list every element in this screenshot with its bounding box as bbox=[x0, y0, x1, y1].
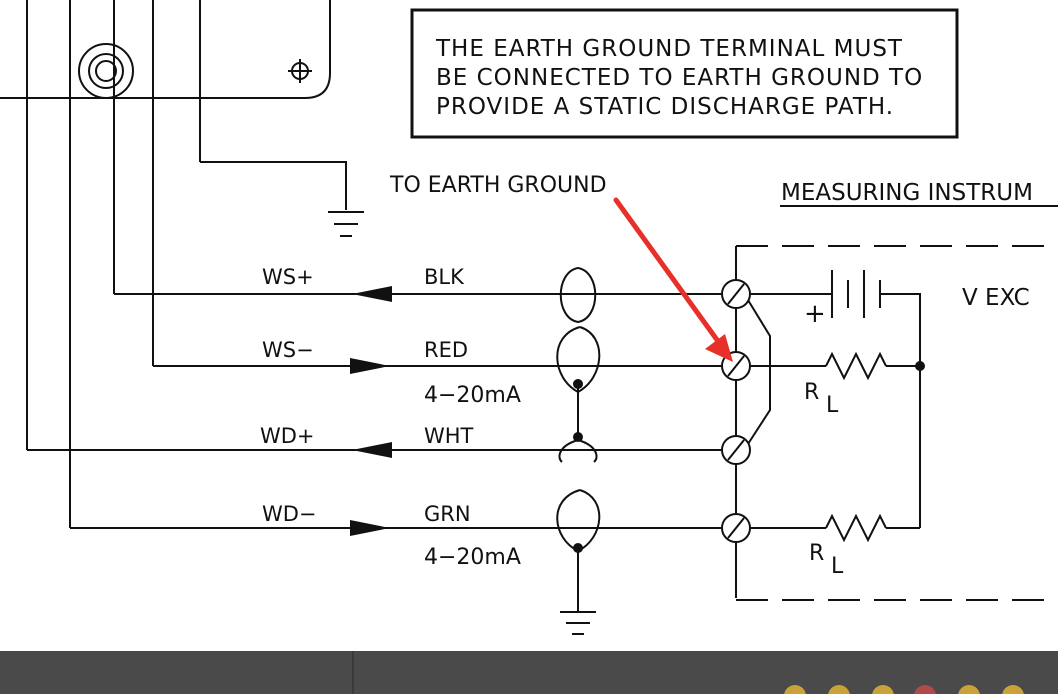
instrument-enclosure bbox=[736, 245, 1058, 601]
terminal-jumper bbox=[747, 299, 771, 445]
taskbar-divider bbox=[352, 651, 354, 694]
emoji-icon[interactable] bbox=[958, 685, 980, 694]
note-line-2: BE CONNECTED TO EARTH GROUND TO bbox=[436, 65, 923, 91]
label-rl-2-r: R bbox=[809, 541, 824, 566]
label-to-earth-ground: TO EARTH GROUND bbox=[389, 173, 607, 198]
note-box bbox=[410, 8, 959, 139]
emoji-icon[interactable] bbox=[828, 685, 850, 694]
terminal-screw-3 bbox=[721, 435, 751, 465]
label-blk: BLK bbox=[424, 265, 465, 289]
earth-ground-wire bbox=[200, 161, 347, 210]
device-housing bbox=[0, 0, 331, 99]
arrow-ws-minus bbox=[350, 358, 390, 374]
heart-icon[interactable] bbox=[914, 685, 936, 694]
arrow-ws-plus bbox=[352, 286, 392, 302]
note-line-3: PROVIDE A STATIC DISCHARGE PATH. bbox=[436, 94, 894, 120]
label-measuring-instrument: MEASURING INSTRUM bbox=[781, 180, 1033, 206]
note-line-1: THE EARTH GROUND TERMINAL MUST bbox=[435, 36, 903, 62]
connector-center bbox=[95, 60, 117, 82]
earth-ground-symbol bbox=[328, 211, 364, 237]
resistor-rl-1 bbox=[825, 351, 887, 381]
label-rl-2-l: L bbox=[831, 554, 844, 579]
cable-shield-2 bbox=[556, 489, 601, 553]
annotation-arrow-head bbox=[705, 334, 733, 362]
label-v-exc: V EXC bbox=[962, 285, 1030, 311]
connector-inner-ring bbox=[88, 53, 124, 89]
cable-shield-2-upper bbox=[558, 439, 598, 463]
label-red: RED bbox=[424, 338, 468, 362]
label-rl-1-l: L bbox=[826, 393, 839, 418]
label-wd-minus: WD− bbox=[262, 502, 317, 526]
label-rl-1-r: R bbox=[804, 380, 819, 405]
label-current-1: 4−20mA bbox=[424, 383, 521, 408]
label-grn: GRN bbox=[424, 502, 471, 526]
label-wd-plus: WD+ bbox=[260, 424, 315, 448]
label-ws-minus: WS− bbox=[262, 338, 314, 362]
emoji-icon[interactable] bbox=[784, 685, 806, 694]
label-battery-plus: + bbox=[804, 299, 826, 329]
terminal-screw-4 bbox=[721, 513, 751, 543]
cable-shield-1 bbox=[559, 266, 597, 324]
resistor-rl-2 bbox=[825, 513, 887, 543]
junction-instrument bbox=[915, 361, 925, 371]
junction-shield-3 bbox=[573, 543, 583, 553]
arrow-wd-plus bbox=[352, 442, 392, 458]
terminal-screw-1 bbox=[721, 279, 751, 309]
annotation-arrow-shaft bbox=[613, 197, 723, 347]
junction-shield-2 bbox=[573, 432, 583, 442]
shield-ground-symbol bbox=[560, 611, 596, 635]
label-ws-plus: WS+ bbox=[262, 265, 314, 289]
taskbar bbox=[0, 651, 1058, 694]
wiring-diagram: THE EARTH GROUND TERMINAL MUST BE CONNEC… bbox=[0, 0, 1058, 635]
arrow-wd-minus bbox=[350, 520, 390, 536]
connector-outer-ring bbox=[78, 43, 134, 99]
emoji-icon[interactable] bbox=[872, 685, 894, 694]
junction-shield-1 bbox=[573, 379, 583, 389]
label-current-2: 4−20mA bbox=[424, 545, 521, 570]
emoji-icon[interactable] bbox=[1002, 685, 1024, 694]
label-wht: WHT bbox=[424, 424, 474, 448]
